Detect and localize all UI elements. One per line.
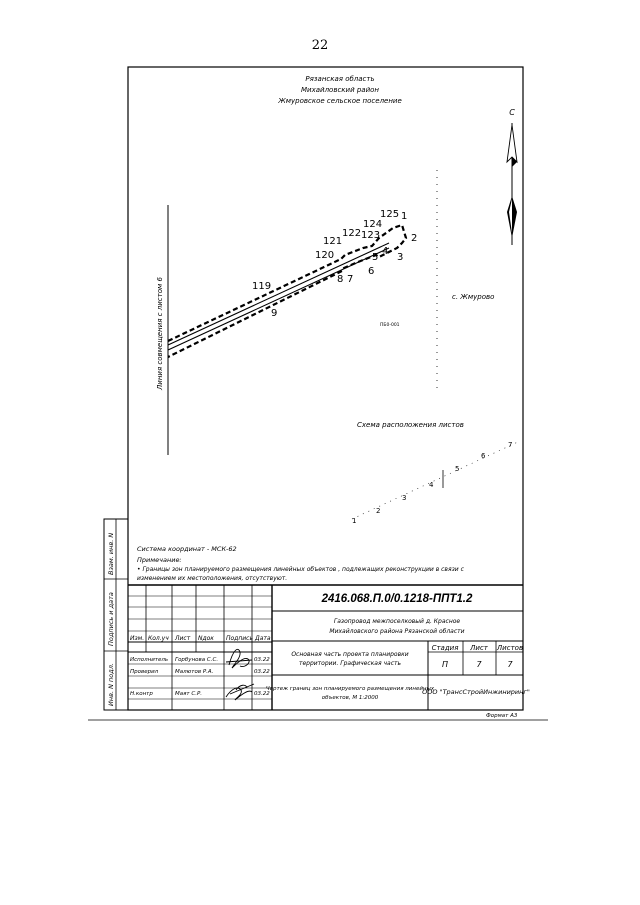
stage-value: П xyxy=(442,660,448,669)
scheme-sheet-3: 3 xyxy=(402,494,406,502)
point-123: 123 xyxy=(361,230,380,241)
part-line-1: Основная часть проекта планировки xyxy=(291,651,408,658)
side-label-inv: Инв. N подл. xyxy=(107,663,115,706)
sheets-value: 7 xyxy=(507,660,513,669)
match-line-label: Линия совмещения с листом 6 xyxy=(156,277,164,391)
hdr-list: Лист xyxy=(174,635,191,642)
sheet-header: Лист xyxy=(469,644,489,652)
north-arrow-icon: С xyxy=(506,108,518,245)
notes-heading: Примечание: xyxy=(137,556,182,564)
signature-executor xyxy=(225,648,253,669)
coord-system: Система координат - МСК-62 xyxy=(137,545,237,553)
role-executor: Исполнитель xyxy=(130,657,168,663)
page-number: 22 xyxy=(311,38,329,53)
date-checker: 03.22 xyxy=(254,669,270,675)
hdr-ndok: Nдок xyxy=(198,635,214,642)
drawing-line-2: объектов, М 1:2000 xyxy=(322,695,379,701)
point-6: 6 xyxy=(368,266,374,277)
point-119: 119 xyxy=(252,281,271,292)
sheet-value: 7 xyxy=(476,660,482,669)
scheme-sheet-7: 7 xyxy=(508,441,512,449)
project-line-2: Михайловского района Рязанской области xyxy=(329,628,464,635)
hdr-data: Дата xyxy=(254,635,271,642)
point-121: 121 xyxy=(323,236,342,247)
scheme-title: Схема расположения листов xyxy=(357,421,464,429)
date-normcontrol: 03.22 xyxy=(254,691,270,697)
sheet-frame xyxy=(127,66,524,711)
scheme-sheet-2: 2 xyxy=(376,507,380,515)
sheets-header: Листов xyxy=(496,644,523,652)
region-line-2: Михайловский район xyxy=(301,86,379,94)
company: ООО "ТрансСтройИнжиниринг" xyxy=(422,688,530,696)
region-line-1: Рязанская область xyxy=(305,75,374,83)
side-label-vzam: Взам. инв. N xyxy=(107,533,115,575)
scheme-sheet-5: 5 xyxy=(455,465,459,473)
point-122: 122 xyxy=(342,228,361,239)
region-line-3: Жмуровское сельское поселение xyxy=(277,97,402,105)
zone-boundary xyxy=(167,223,408,358)
pipeline-corridor xyxy=(167,242,390,351)
point-5: 5 xyxy=(372,252,378,263)
title-block: Изм. Кол.уч Лист Nдок Подпись Дата Испол… xyxy=(128,584,530,710)
hdr-kol: Кол.уч xyxy=(148,635,169,642)
point-1: 1 xyxy=(401,211,407,222)
part-line-2: территории. Графическая часть xyxy=(299,660,402,667)
scheme-sheet-6: 6 xyxy=(481,452,486,460)
north-label: С xyxy=(509,108,515,117)
point-124: 124 xyxy=(363,219,382,230)
signature-normcontrol xyxy=(225,683,255,701)
scheme-sheet-1: 1 xyxy=(352,517,356,525)
hdr-podp: Подпись xyxy=(226,635,253,642)
format-label: Формат А3 xyxy=(486,713,518,719)
point-8: 8 xyxy=(337,274,343,285)
doc-code: 2416.068.П.0/0.1218-ППТ1.2 xyxy=(321,593,473,605)
role-checker: Проверил xyxy=(130,669,159,675)
hdr-izm: Изм. xyxy=(130,635,144,642)
lot-label: ПБ0-001 xyxy=(380,322,400,328)
sheet-layout-scheme: Схема расположения листов 1 2 3 4 5 6 7 xyxy=(351,421,521,525)
note-line-1: • Границы зон планируемого размещения ли… xyxy=(137,566,465,573)
stage-header: Стадия xyxy=(432,644,459,652)
point-4: 4 xyxy=(382,246,388,257)
side-label-podpis: Подпись и дата xyxy=(107,592,115,646)
point-120: 120 xyxy=(315,250,334,261)
note-line-2: изменением их местоположения, отсутствую… xyxy=(137,575,287,582)
name-checker: Малютов Р.А. xyxy=(175,669,214,675)
role-normcontrol: Н.контр xyxy=(130,691,153,697)
point-125: 125 xyxy=(380,209,399,220)
scheme-sheet-4: 4 xyxy=(429,481,434,489)
point-9: 9 xyxy=(271,308,277,319)
name-normcontrol: Маят С.Р. xyxy=(175,691,202,697)
date-executor: 03.22 xyxy=(254,657,270,663)
point-7: 7 xyxy=(347,274,353,285)
point-2: 2 xyxy=(411,233,417,244)
point-3: 3 xyxy=(397,252,403,263)
project-line-1: Газопровод межпоселковый д. Красное xyxy=(334,618,461,625)
name-executor: Горбунова С.С. xyxy=(175,657,218,663)
village-label: с. Жмурово xyxy=(452,293,494,301)
drawing-line-1: Чертеж границ зон планируемого размещени… xyxy=(266,686,435,692)
